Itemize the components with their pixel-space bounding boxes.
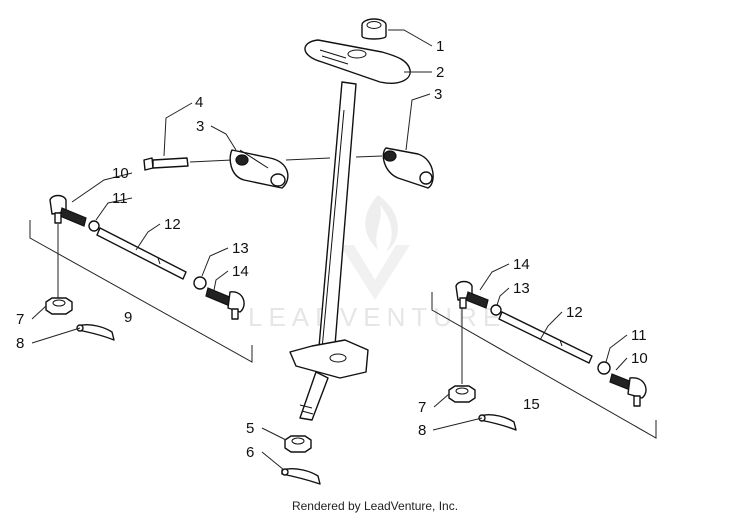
post-top-plate-part <box>304 39 411 84</box>
callout-4: 4 <box>195 94 203 111</box>
clamp-left-part <box>229 149 289 189</box>
right-tie-rod-assembly <box>431 280 657 439</box>
watermark-text: LEADVENTURE <box>248 302 506 332</box>
leader-lines <box>31 29 628 471</box>
post-cotter-pin-part <box>281 467 321 485</box>
left-tie-rod-part <box>96 227 187 280</box>
left-assembly-bracket <box>29 220 253 363</box>
left-tie-rod-end-inner-part <box>205 287 245 320</box>
callout-10-right: 10 <box>631 350 648 367</box>
clamp-right-part <box>382 147 434 189</box>
callout-11-left: 11 <box>112 190 128 207</box>
callout-14-left: 14 <box>232 263 249 280</box>
post-lower-bracket-part <box>289 339 369 421</box>
bushing-part <box>361 18 387 40</box>
left-tie-rod-assembly <box>29 194 253 363</box>
callout-7-right: 7 <box>418 399 426 416</box>
right-jam-nut-inner-part <box>490 304 502 316</box>
callout-13-left: 13 <box>232 240 249 257</box>
callout-7-left: 7 <box>16 311 24 328</box>
steering-post <box>289 18 411 421</box>
right-tie-rod-end-inner-part <box>455 280 489 309</box>
right-jam-nut-outer-part <box>597 361 611 375</box>
callout-12-right: 12 <box>566 304 583 321</box>
callout-12-left: 12 <box>164 216 181 233</box>
leadventure-watermark: LEADVENTURE <box>248 195 506 332</box>
right-assembly-bracket <box>431 292 657 439</box>
callout-11-right: 11 <box>631 327 647 344</box>
callout-8-right: 8 <box>418 422 426 439</box>
callout-14-right: 14 <box>513 256 530 273</box>
callout-6: 6 <box>246 444 254 461</box>
callout-13-right: 13 <box>513 280 530 297</box>
post-nut-part <box>284 435 312 453</box>
callout-8-left: 8 <box>16 335 24 352</box>
right-tie-rod-end-outer-part <box>609 373 647 407</box>
callout-15: 15 <box>523 396 540 413</box>
callout-10-left: 10 <box>112 165 129 182</box>
render-credit: Rendered by LeadVenture, Inc. <box>292 499 458 513</box>
callout-2: 2 <box>436 64 444 81</box>
left-castle-nut-part <box>45 297 73 315</box>
bolt-part <box>143 157 189 171</box>
left-jam-nut-outer-part <box>88 220 100 232</box>
left-jam-nut-inner-part <box>193 276 207 290</box>
left-cotter-pin-part <box>76 323 115 341</box>
callout-1: 1 <box>436 38 444 55</box>
left-tie-rod-end-outer-part <box>49 194 87 227</box>
callout-5: 5 <box>246 420 254 437</box>
flame-logo-icon <box>340 195 410 300</box>
callout-9: 9 <box>124 309 132 326</box>
callout-labels: 1 2 3 4 3 10 11 12 13 14 9 7 8 14 13 12 … <box>16 38 648 461</box>
right-tie-rod-part <box>498 311 593 364</box>
callout-3-left: 3 <box>196 118 204 135</box>
right-cotter-pin-part <box>478 413 517 431</box>
right-castle-nut-part <box>448 385 476 403</box>
callout-3-right: 3 <box>434 86 442 103</box>
